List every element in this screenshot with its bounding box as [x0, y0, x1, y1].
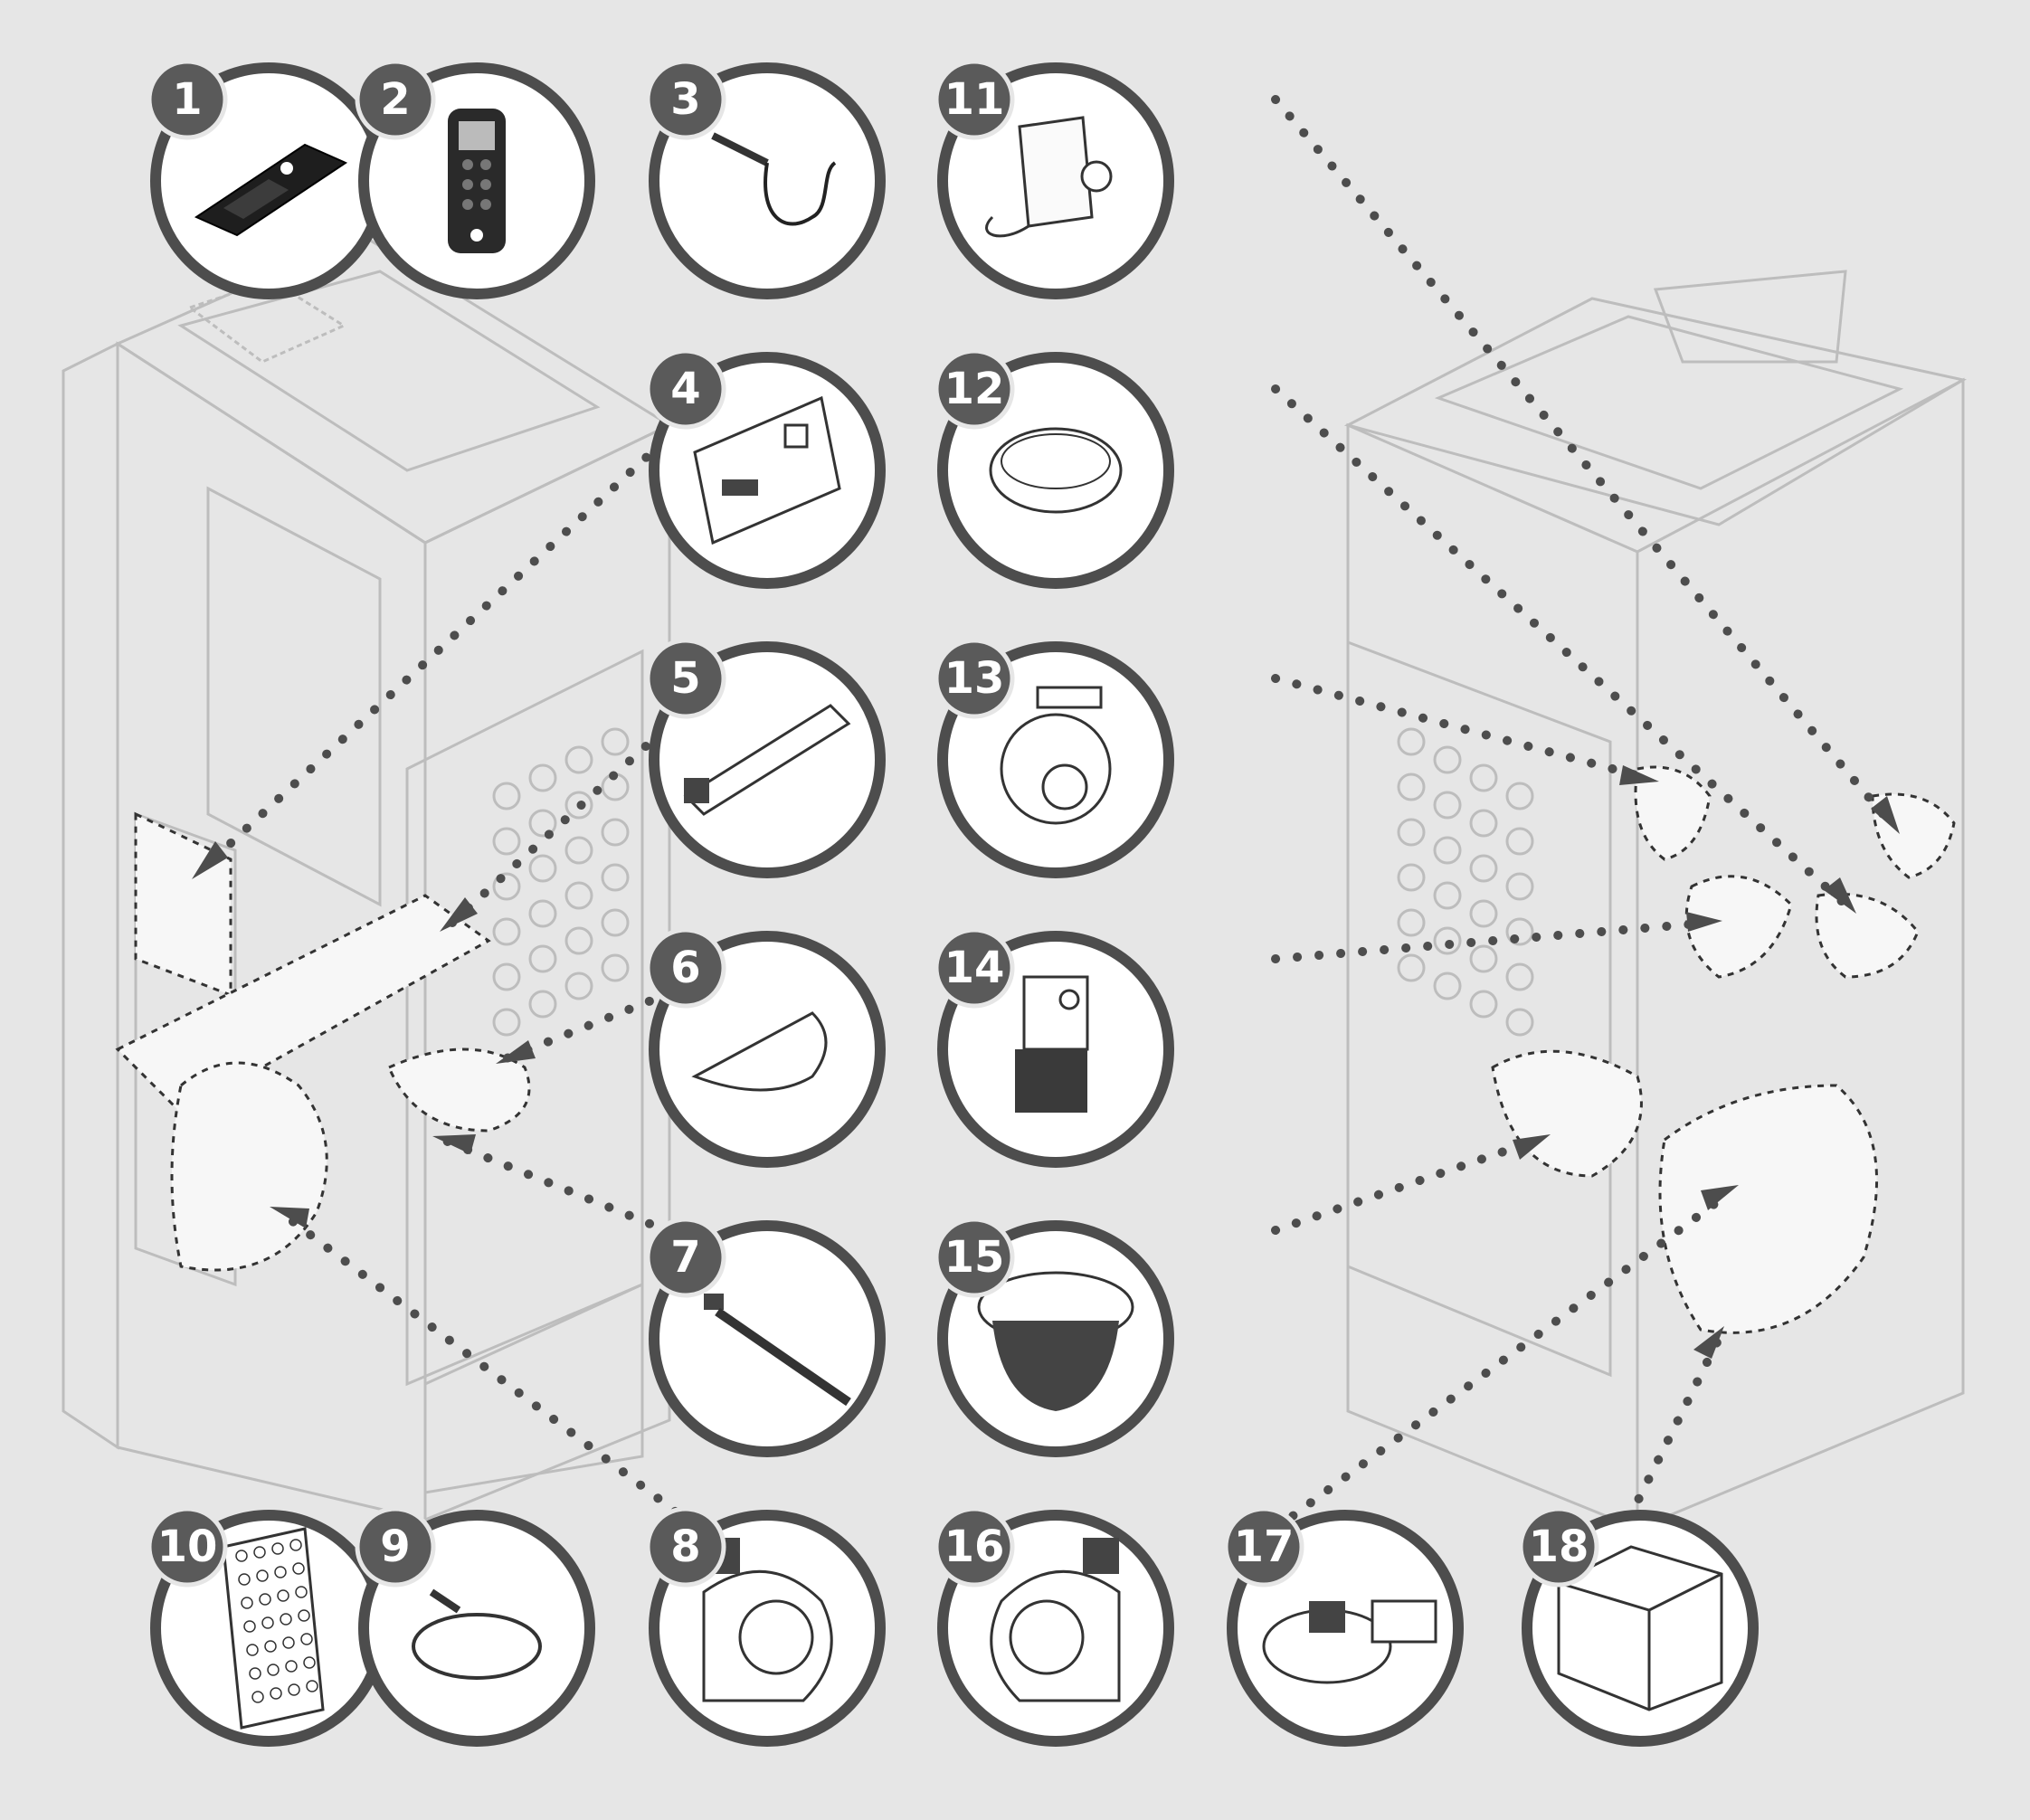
gear-motor-icon: [1015, 975, 1089, 1113]
temperature-probe-icon: [704, 1294, 851, 1407]
differential-pressure-switch-icon: [1000, 686, 1112, 825]
part-callout-12: 12: [934, 348, 1174, 589]
part-callout-8: 8: [645, 1506, 886, 1747]
part-number-badge: [645, 638, 726, 719]
part-number: 15: [944, 1232, 1005, 1283]
part-callout-10: 10: [147, 1506, 387, 1747]
right-highlight-areas: [1491, 765, 1956, 1334]
part-callout-7: 7: [645, 1217, 886, 1457]
part-number-badge: [147, 1506, 228, 1588]
glow-plug-igniter-icon: [711, 132, 837, 226]
igniter-resistor-icon: [683, 704, 851, 816]
pressure-switch-icon: [989, 427, 1123, 514]
part-number-badge: [1223, 1506, 1304, 1588]
part-callout-16: 16: [934, 1506, 1174, 1747]
part-number: 3: [670, 74, 700, 125]
perforated-panel-icon: [222, 1527, 325, 1730]
part-number-badge: [355, 1506, 436, 1588]
part-callout-11: 11: [934, 59, 1174, 299]
ventilation-fan-icon: [702, 1538, 833, 1702]
thermocouple-cable-icon: [412, 1588, 542, 1680]
part-number-badge: [1518, 1506, 1599, 1588]
part-number-badge: [934, 1506, 1015, 1588]
part-number: 8: [670, 1521, 700, 1572]
electronic-board-icon: [693, 395, 841, 545]
part-number-badge: [645, 1506, 726, 1588]
part-number-badge: [645, 59, 726, 140]
part-number-badge: [355, 59, 436, 140]
part-number-badge: [934, 348, 1015, 430]
left-perforation-grid: [492, 727, 630, 1037]
control-panel-icon: [194, 143, 348, 237]
part-callout-6: 6: [645, 927, 886, 1168]
ventilation-fan-mirrored-icon: [990, 1538, 1121, 1702]
part-callout-18: 18: [1518, 1506, 1759, 1747]
part-callout-3: 3: [645, 59, 886, 299]
part-callout-2: 2: [355, 59, 595, 299]
remote-control-icon: [448, 109, 506, 253]
part-callout-9: 9: [355, 1506, 595, 1747]
part-callout-15: 15: [934, 1217, 1174, 1457]
part-number: 11: [944, 74, 1005, 125]
part-number: 5: [670, 653, 700, 704]
rear-cover-icon: [1557, 1545, 1723, 1711]
part-number-badge: [934, 638, 1015, 719]
part-number-badge: [934, 59, 1015, 140]
part-number: 7: [670, 1232, 700, 1283]
part-callout-17: 17: [1223, 1506, 1464, 1747]
part-number: 14: [944, 943, 1005, 993]
part-number-badge: [147, 59, 228, 140]
left-highlight-areas: [115, 811, 531, 1272]
part-callout-14: 14: [934, 927, 1174, 1168]
deflector-plate-icon: [691, 1011, 828, 1092]
part-number: 9: [380, 1521, 410, 1572]
part-number: 13: [944, 653, 1005, 704]
leader-arrowheads: [192, 765, 1900, 1359]
part-number-badge: [934, 927, 1015, 1009]
part-number: 1: [172, 74, 202, 125]
part-number: 4: [670, 364, 700, 414]
part-number: 17: [1234, 1521, 1295, 1572]
smoke-extractor-icon: [1262, 1599, 1437, 1684]
part-number: 16: [944, 1521, 1005, 1572]
part-number-badge: [934, 1217, 1015, 1298]
part-number: 6: [670, 943, 700, 993]
part-number: 2: [380, 74, 410, 125]
part-number: 12: [944, 364, 1005, 414]
part-number-badge: [645, 348, 726, 430]
safety-thermostat-icon: [985, 116, 1113, 238]
right-perforation-grid: [1397, 727, 1534, 1037]
part-number-badge: [645, 1217, 726, 1298]
burn-pot-icon: [977, 1271, 1134, 1411]
part-callout-13: 13: [934, 638, 1174, 878]
part-number-badge: [645, 927, 726, 1009]
part-callout-1: 1: [147, 59, 387, 299]
part-number: 18: [1529, 1521, 1589, 1572]
part-callout-4: 4: [645, 348, 886, 589]
part-callout-5: 5: [645, 638, 886, 878]
part-number: 10: [157, 1521, 218, 1572]
